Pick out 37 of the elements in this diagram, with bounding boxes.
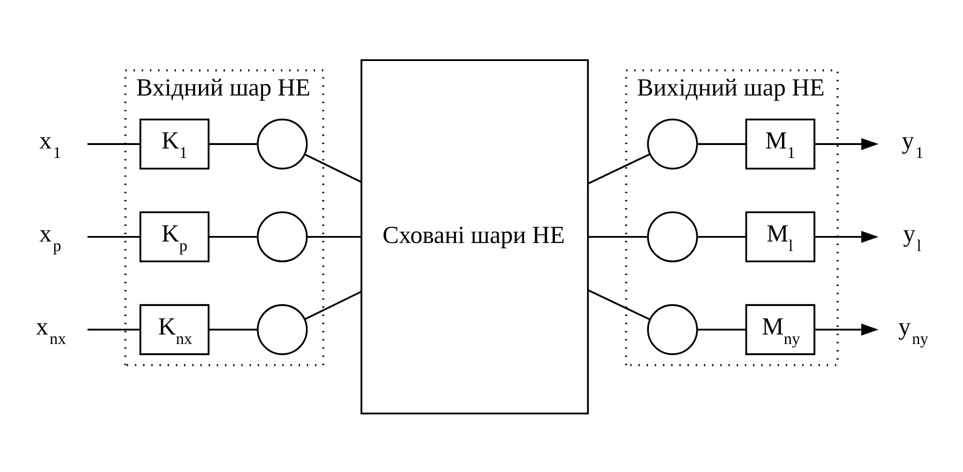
arrow xyxy=(815,138,878,150)
node-box: Сховані шари НЕ xyxy=(360,58,589,414)
node-box: M$_{l}$ xyxy=(745,210,816,262)
arrow xyxy=(815,323,878,336)
connector xyxy=(87,328,140,330)
node-box: K$_{p}$ xyxy=(140,210,210,262)
node-text: y$_{1}$ xyxy=(902,127,924,162)
connector xyxy=(87,142,140,144)
connector xyxy=(209,235,258,238)
connector xyxy=(304,153,362,182)
connector xyxy=(209,142,258,144)
connector xyxy=(697,142,746,144)
node-circle xyxy=(647,118,698,169)
arrow xyxy=(815,230,878,242)
connector xyxy=(209,328,258,330)
node-text: x$_{nx}$ xyxy=(36,312,66,348)
node-text: x$_{p}$ xyxy=(39,220,62,254)
connector xyxy=(588,153,650,184)
node-text: y$_{ny}$ xyxy=(898,312,928,348)
node-circle xyxy=(256,118,308,169)
connector xyxy=(588,288,650,320)
node-circle xyxy=(647,304,698,355)
node-circle xyxy=(647,210,698,262)
connector xyxy=(697,235,746,238)
node-text: y$_{l}$ xyxy=(903,220,922,254)
connector xyxy=(306,235,362,238)
node-box: K$_{1}$ xyxy=(140,118,210,169)
node-circle xyxy=(256,210,308,262)
connector xyxy=(697,328,746,330)
node-box: M$_{ny}$ xyxy=(745,304,816,355)
connector xyxy=(87,235,140,238)
node-box: M$_{1}$ xyxy=(745,118,816,169)
node-box: K$_{nx}$ xyxy=(140,304,210,355)
connector xyxy=(588,235,648,238)
node-circle xyxy=(256,304,308,355)
connector xyxy=(304,290,362,320)
node-text: x$_{1}$ xyxy=(39,127,62,162)
